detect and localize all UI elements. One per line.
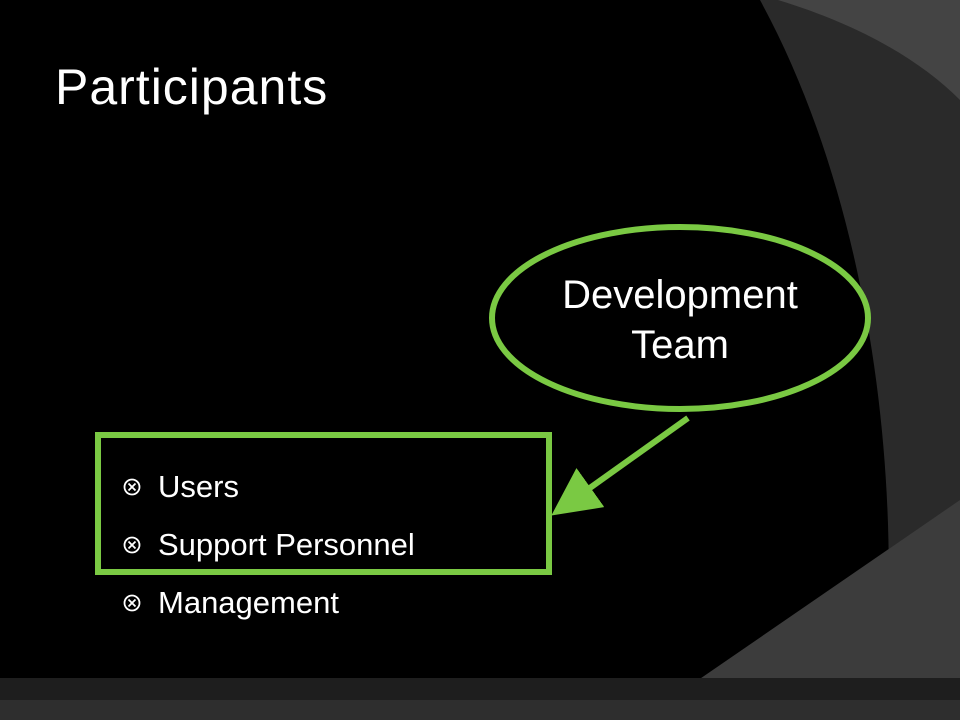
slide-title: Participants xyxy=(55,59,329,115)
list-item-users: Users xyxy=(122,458,415,516)
list-item-label: Support Personnel xyxy=(158,527,415,562)
list-item-management: Management xyxy=(122,574,415,632)
bottom-strip-light xyxy=(0,700,960,720)
callout-arrow xyxy=(551,415,690,516)
circled-x-bullet-icon xyxy=(123,536,141,554)
highlight-box xyxy=(95,432,552,575)
callout-line-1: Development xyxy=(562,273,798,317)
list-item-label: Users xyxy=(158,469,239,504)
bottom-panel xyxy=(640,500,960,720)
list-item-support-personnel: Support Personnel xyxy=(122,516,415,574)
callout-text: Development Team xyxy=(490,270,870,370)
development-team-callout xyxy=(489,224,871,412)
circled-x-bullet-icon xyxy=(123,478,141,496)
callout-line-2: Team xyxy=(631,323,729,367)
corner-panel-top xyxy=(778,0,960,100)
circled-x-bullet-icon xyxy=(123,594,141,612)
list-item-label: Management xyxy=(158,585,339,620)
participant-list: Users Support Personnel Management xyxy=(122,458,415,632)
